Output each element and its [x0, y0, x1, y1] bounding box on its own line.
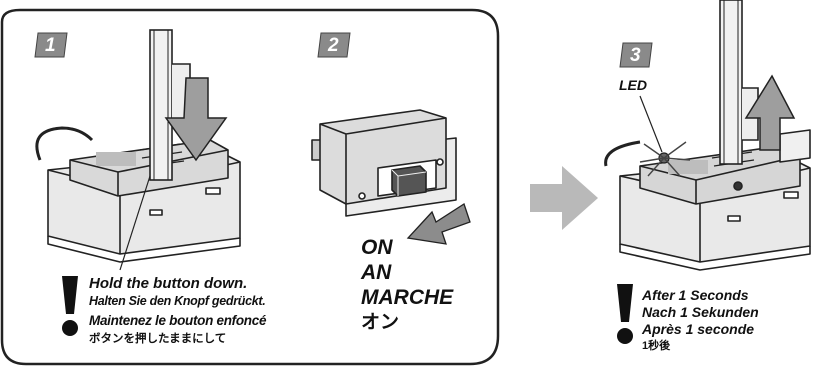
step-number: 1 — [45, 35, 56, 57]
step1-instruction-ja: ボタンを押したままにして — [89, 334, 226, 346]
receiver-device-1 — [37, 128, 240, 262]
step1-instruction-de: Halten Sie den Knopf gedrückt. — [89, 295, 265, 308]
step1-instruction-fr: Maintenez le bouton enfoncé — [89, 314, 266, 328]
switch-label-fr: MARCHE — [361, 287, 453, 308]
step3-instruction-de: Nach 1 Sekunden — [642, 305, 759, 319]
switch-label-de: AN — [361, 262, 391, 283]
left-arrow-icon — [408, 204, 470, 244]
exclamation-icon — [617, 284, 633, 344]
step-number: 3 — [630, 45, 641, 67]
step3-instruction-ja: 1秒後 — [642, 341, 670, 352]
right-arrow-icon — [530, 166, 598, 230]
step3-instruction-en: After 1 Seconds — [642, 288, 749, 302]
step1-instruction-en: Hold the button down. — [89, 276, 247, 291]
power-switch — [312, 110, 456, 216]
led-label: LED — [619, 78, 647, 92]
switch-label-en: ON — [361, 237, 393, 258]
probe-tool-3 — [720, 0, 758, 164]
exclamation-icon — [62, 276, 78, 336]
led-pointer — [640, 96, 662, 152]
switch-label-ja: オン — [361, 313, 399, 332]
step-badge-2: 2 — [317, 32, 351, 58]
step-badge-3: 3 — [619, 42, 653, 68]
step-number: 2 — [328, 35, 339, 57]
step-badge-1: 1 — [34, 32, 68, 58]
step3-instruction-fr: Après 1 seconde — [642, 322, 754, 336]
receiver-device-3 — [606, 130, 810, 270]
